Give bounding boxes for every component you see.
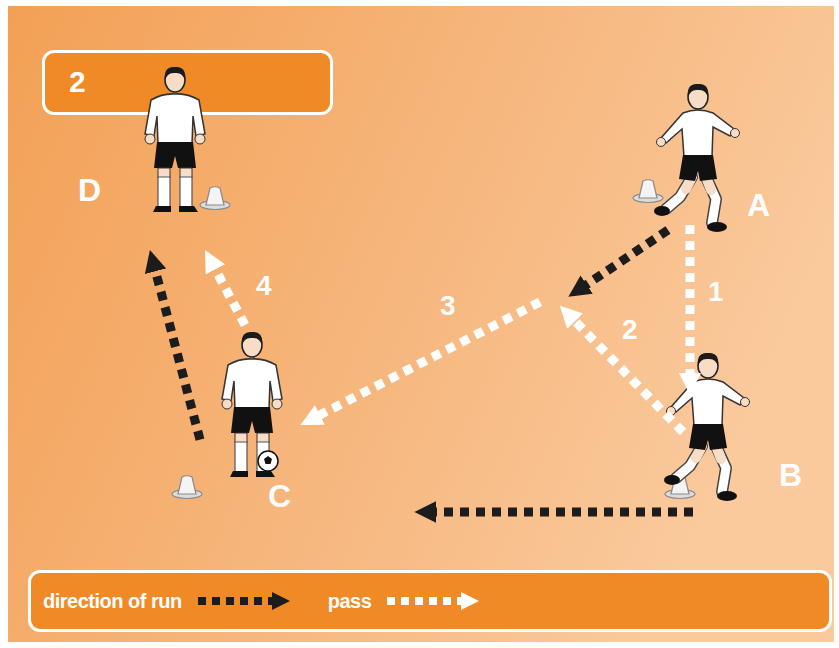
legend-entry: pass [328,590,484,613]
football [258,451,278,471]
callout-number: 2 [622,314,638,346]
player-d [145,67,205,212]
pass-arrow [685,225,694,377]
cone-c [172,476,202,499]
run-arrow [154,267,200,440]
cone-b [665,476,695,499]
player-letter: D [78,172,101,208]
pass-arrow [316,302,540,417]
player-c [222,332,282,477]
legend-sample-head [272,592,290,610]
title-number: 2 [69,65,86,99]
callout-number: 1 [708,276,724,308]
legend-sample-line [198,597,272,605]
legend-sample [194,590,294,612]
player-b [664,353,750,501]
connector-group [154,225,690,440]
player-letter: C [268,478,291,514]
legend-box: direction of run pass [28,570,832,632]
callout-number: 3 [440,290,456,322]
run-arrow [583,230,668,287]
legend-sample [383,590,483,612]
legend-sample-line [387,597,461,605]
legend-entry: direction of run [43,590,294,613]
run-arrow [432,508,693,517]
player-station: D [70,60,240,250]
cone-a [633,180,663,203]
ball-outline [258,451,278,471]
ball-patch [264,456,272,464]
callout-number: 4 [256,270,272,302]
pitch-area [8,6,834,642]
player-letter: B [779,457,802,493]
pass-arrow [213,266,245,325]
legend-text: pass [328,590,372,613]
player-station: A [625,75,780,225]
legend-text: direction of run [43,590,182,613]
cone-d [200,187,230,210]
title-box: 2 [42,50,333,115]
legend-sample-head [461,592,479,610]
player-letter: A [747,187,770,223]
player-station: B [655,395,810,515]
player-a [654,84,740,232]
player-station: C [200,325,300,510]
